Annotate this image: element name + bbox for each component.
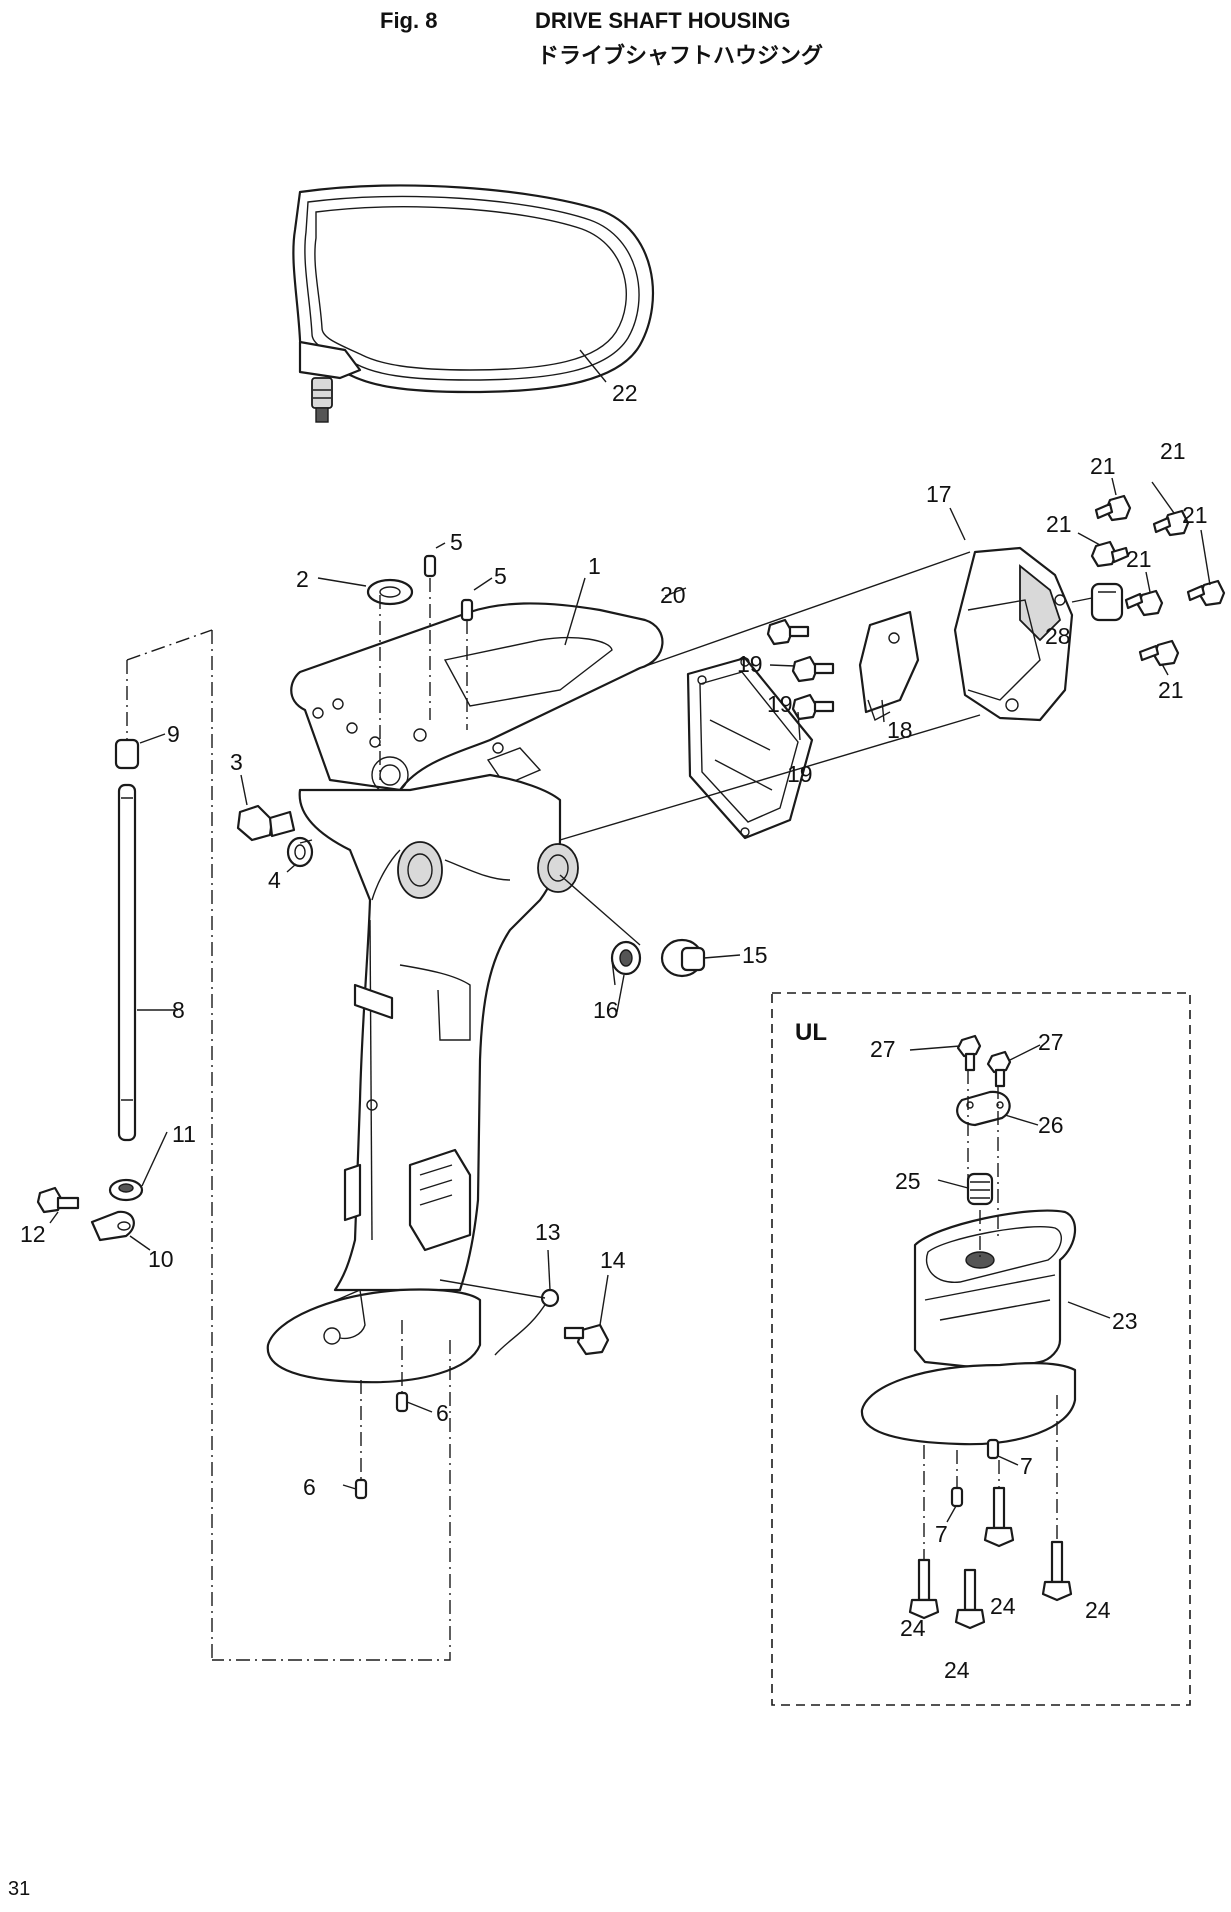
callout-16: 16 — [593, 997, 619, 1023]
callout-20: 20 — [660, 582, 686, 608]
callout-21d: 21 — [1182, 502, 1208, 528]
callout-21c: 21 — [1046, 511, 1072, 537]
callout-4: 4 — [268, 867, 281, 893]
callout-22: 22 — [612, 380, 638, 406]
callout-12: 12 — [20, 1221, 46, 1247]
callout-7b: 7 — [935, 1521, 948, 1547]
callout-3: 3 — [230, 749, 243, 775]
page-title-japanese: ドライブシャフトハウジング — [537, 44, 824, 69]
part-18-cover-plate — [858, 610, 920, 722]
callout-19c: 19 — [787, 761, 813, 787]
callout-24c: 24 — [1085, 1597, 1111, 1623]
callout-23: 23 — [1112, 1308, 1138, 1334]
part-1-drive-shaft-housing — [266, 602, 664, 1384]
callout-26: 26 — [1038, 1112, 1064, 1138]
callout-6b: 6 — [303, 1474, 316, 1500]
page-number: 31 — [8, 1878, 31, 1900]
callout-labels: 1 2 3 4 5 5 6 6 7 7 8 9 10 11 12 13 14 1… — [20, 380, 1208, 1683]
callout-8: 8 — [172, 997, 185, 1023]
callout-13: 13 — [535, 1219, 561, 1245]
part-14-bolt — [563, 1323, 610, 1356]
part-21-bolts — [1090, 494, 1226, 667]
part-13-ground-cable — [494, 1288, 560, 1356]
part-7-dowel-pins — [950, 1438, 1000, 1508]
figure-number: Fig. 8 — [380, 8, 438, 33]
callout-27a: 27 — [870, 1036, 896, 1062]
part-6-dowel-pins — [354, 1391, 409, 1500]
callout-28: 28 — [1045, 623, 1071, 649]
part-10-clamp — [90, 1210, 135, 1242]
callout-24a: 24 — [900, 1615, 926, 1641]
callout-2: 2 — [296, 566, 309, 592]
callout-21b: 21 — [1160, 438, 1186, 464]
callout-27b: 27 — [1038, 1029, 1064, 1055]
part-28-plug — [1090, 582, 1124, 622]
part-16-washer — [610, 940, 642, 976]
part-8-water-tube — [117, 783, 137, 1142]
callout-21e: 21 — [1126, 546, 1152, 572]
callout-7a: 7 — [1020, 1453, 1033, 1479]
part-20-gasket — [686, 656, 814, 840]
part-5-dowel-pins — [423, 554, 474, 622]
callout-6a: 6 — [436, 1400, 449, 1426]
callout-14: 14 — [600, 1247, 626, 1273]
page-title: DRIVE SHAFT HOUSING — [535, 8, 791, 33]
ul-inset-frame — [771, 992, 1191, 1706]
callout-24d: 24 — [944, 1657, 970, 1683]
part-9-grommet — [114, 738, 140, 770]
part-11-grommet — [108, 1178, 144, 1202]
callout-17: 17 — [926, 481, 952, 507]
part-15-plug — [660, 938, 706, 978]
inset-leaders-and-centerlines — [909, 1044, 1111, 1560]
centerlines — [126, 578, 468, 1661]
part-17-cover — [953, 546, 1074, 722]
callout-15: 15 — [742, 942, 768, 968]
callout-19a: 19 — [737, 651, 763, 677]
part-22-seal-ring — [292, 184, 655, 423]
part-2-oil-seal — [366, 578, 414, 606]
part-25-grommet — [966, 1172, 994, 1206]
callout-1: 1 — [588, 553, 601, 579]
callout-9: 9 — [167, 721, 180, 747]
part-23-extension — [860, 1209, 1077, 1446]
callout-21f: 21 — [1158, 677, 1184, 703]
callout-24b: 24 — [990, 1593, 1016, 1619]
callout-18: 18 — [887, 717, 913, 743]
leader-lines — [49, 349, 1211, 1490]
part-12-bolt — [36, 1186, 80, 1214]
callout-5a: 5 — [450, 529, 463, 555]
callout-10: 10 — [148, 1246, 174, 1272]
part-26-plate — [956, 1090, 1011, 1127]
part-24-bolts — [908, 1486, 1073, 1630]
callout-5b: 5 — [494, 563, 507, 589]
part-27-bolts — [956, 1034, 1012, 1088]
callout-25: 25 — [895, 1168, 921, 1194]
part-4-washer — [286, 836, 314, 868]
callout-19b: 19 — [767, 691, 793, 717]
ul-inset-label: UL — [795, 1019, 827, 1046]
callout-21a: 21 — [1090, 453, 1116, 479]
part-3-bolt — [236, 804, 296, 842]
part-19-bolts — [766, 618, 835, 721]
callout-11: 11 — [172, 1121, 196, 1147]
